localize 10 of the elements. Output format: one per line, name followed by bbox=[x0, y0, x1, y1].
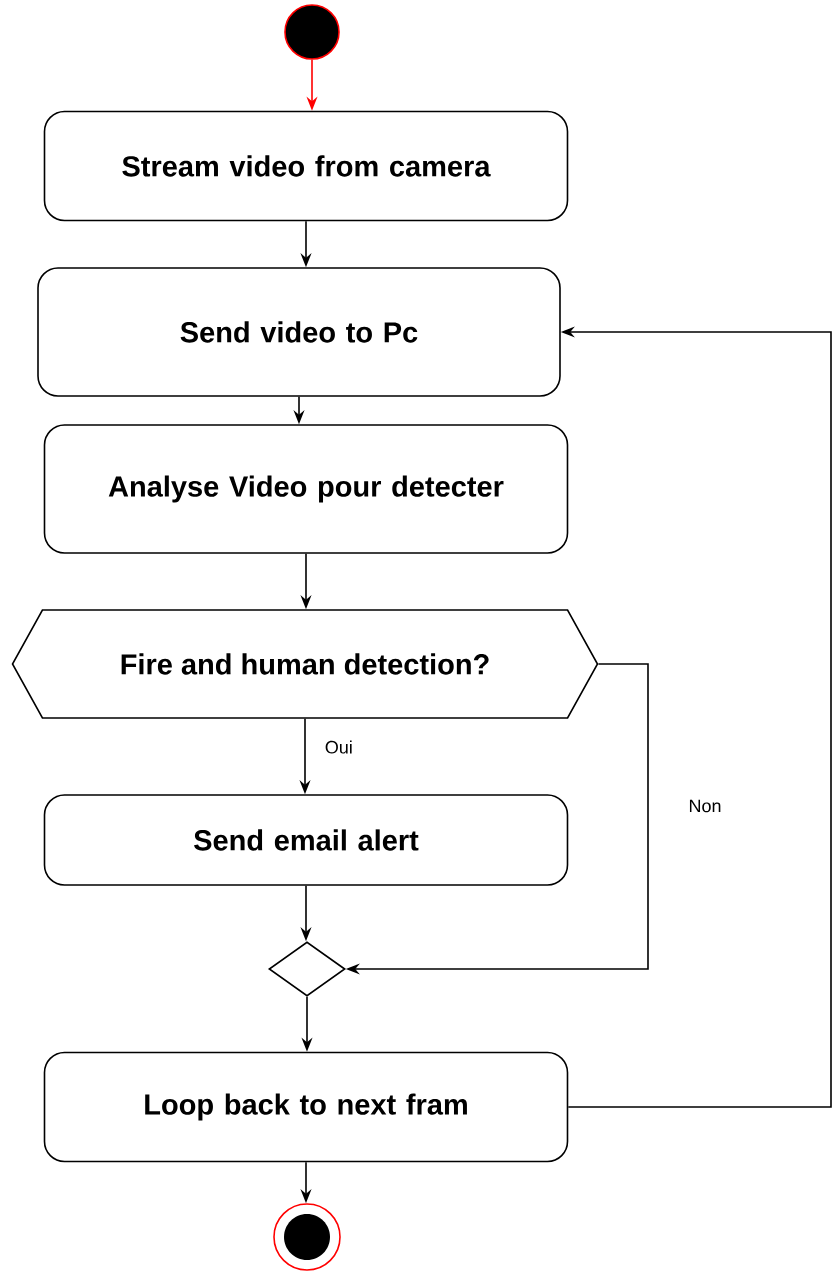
edge-label: Non bbox=[686, 797, 724, 815]
activity-box: Send video to Pc bbox=[37, 267, 561, 397]
final-node bbox=[273, 1203, 341, 1271]
activity-box: Stream video from camera bbox=[43, 110, 569, 222]
decision-hexagon: Fire and human detection? bbox=[11, 609, 599, 719]
edge-label: Oui bbox=[322, 738, 355, 756]
activity-box: Loop back to next fram bbox=[43, 1051, 569, 1163]
initial-node bbox=[284, 4, 340, 60]
activity-box: Send email alert bbox=[43, 794, 569, 886]
activity-box: Analyse Video pour detecter bbox=[43, 424, 569, 554]
